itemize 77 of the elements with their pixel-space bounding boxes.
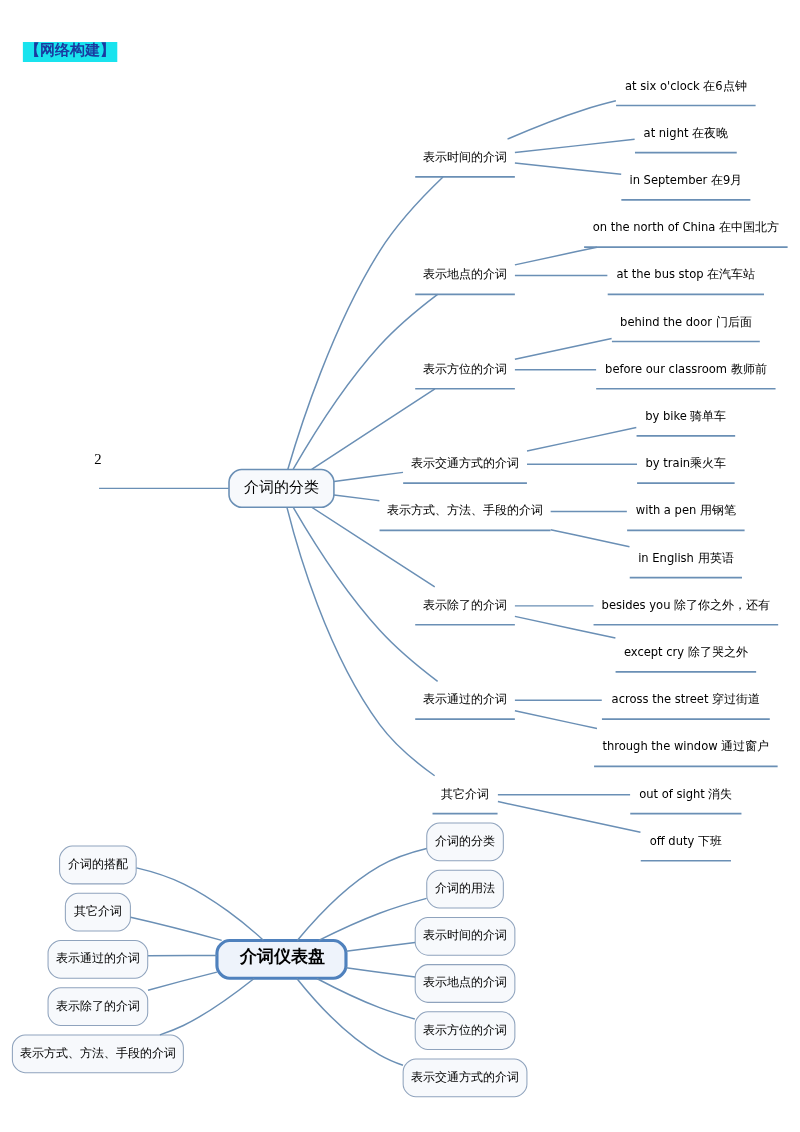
- connector: [286, 506, 436, 777]
- node-box: 介词的用法: [426, 869, 504, 909]
- connector: [497, 793, 631, 796]
- node-text: except cry 除了哭之外: [623, 645, 748, 660]
- connector: [549, 510, 628, 513]
- node-box: 表示方位的介词: [414, 1011, 516, 1051]
- connector: [147, 954, 218, 957]
- node-box: 介词的分类: [228, 468, 335, 509]
- connector: [345, 941, 416, 953]
- label: 2: [94, 450, 102, 467]
- connector: [514, 138, 636, 154]
- connector: [514, 337, 613, 361]
- node-text: across the street 穿过街道: [611, 692, 761, 707]
- node-text: 表示地点的介词: [423, 267, 508, 282]
- connector: [514, 162, 622, 176]
- node-text: by bike 骑单车: [645, 408, 727, 423]
- node-text: 表示除了的介词: [423, 597, 508, 612]
- connector: [526, 463, 638, 465]
- node-box: 表示除了的介词: [47, 987, 149, 1026]
- node-text: in English 用英语: [638, 550, 734, 565]
- connector: [497, 800, 642, 834]
- connector: [318, 897, 428, 942]
- node-text: 表示时间的介词: [423, 149, 508, 164]
- node-box: 表示地点的介词: [414, 964, 516, 1003]
- connector: [135, 867, 265, 941]
- node-text: out of sight 消失: [639, 786, 733, 801]
- connector: [514, 246, 598, 266]
- connector: [333, 494, 381, 502]
- node-box: 表示方式、方法、手段的介词: [11, 1034, 184, 1074]
- connector: [296, 847, 428, 942]
- connector: [98, 487, 230, 490]
- node-text: through the window 通过窗户: [602, 739, 770, 754]
- diagram-title: 【网络构建】: [24, 40, 115, 58]
- node-text: by train乘火车: [645, 456, 727, 471]
- node-box: 介词的分类: [426, 822, 504, 862]
- node-text: off duty 下班: [649, 833, 722, 848]
- node-text: behind the door 门后面: [620, 314, 752, 329]
- connector: [310, 388, 436, 471]
- connector: [514, 615, 617, 639]
- node-box: 表示时间的介词: [414, 916, 516, 956]
- node-text: on the north of China 在中国北方: [592, 220, 780, 235]
- connector: [514, 710, 598, 730]
- node-box: 表示交通方式的介词: [402, 1058, 528, 1098]
- node-text: 表示交通方式的介词: [411, 456, 520, 471]
- connector: [311, 506, 436, 588]
- connector: [514, 605, 595, 607]
- node-text: at six o'clock 在6点钟: [625, 78, 747, 93]
- node-text: at night 在夜晚: [643, 125, 729, 140]
- connector: [292, 293, 439, 470]
- connector: [333, 471, 404, 483]
- connector: [159, 977, 255, 1036]
- connector: [514, 369, 597, 371]
- connector: [296, 977, 404, 1067]
- node-text: in September 在9月: [629, 172, 743, 187]
- node-text: at the bus stop 在汽车站: [616, 267, 756, 282]
- node-box: 介词的搭配: [59, 845, 137, 885]
- connector: [147, 971, 218, 991]
- node-text: 表示方位的介词: [423, 361, 508, 376]
- connector: [506, 100, 617, 140]
- node-text: besides you 除了你之外，还有: [601, 597, 771, 612]
- connector: [549, 528, 631, 548]
- node-text: 表示方式、方法、手段的介词: [387, 503, 544, 518]
- node-text: before our classroom 教师前: [605, 361, 767, 376]
- node-text: with a pen 用钢笔: [635, 503, 736, 518]
- node-box: 表示通过的介词: [47, 939, 149, 979]
- connector: [287, 176, 444, 471]
- node-box: 其它介词: [64, 892, 131, 932]
- node-text: 表示通过的介词: [423, 692, 508, 707]
- connector: [526, 426, 638, 452]
- connector: [514, 699, 603, 701]
- node-text: 其它介词: [441, 786, 490, 801]
- connector: [292, 506, 439, 683]
- connector: [129, 916, 223, 942]
- connector: [345, 967, 416, 978]
- node-box: 介词仪表盘: [215, 938, 348, 980]
- connector: [316, 977, 416, 1020]
- connector: [514, 274, 609, 277]
